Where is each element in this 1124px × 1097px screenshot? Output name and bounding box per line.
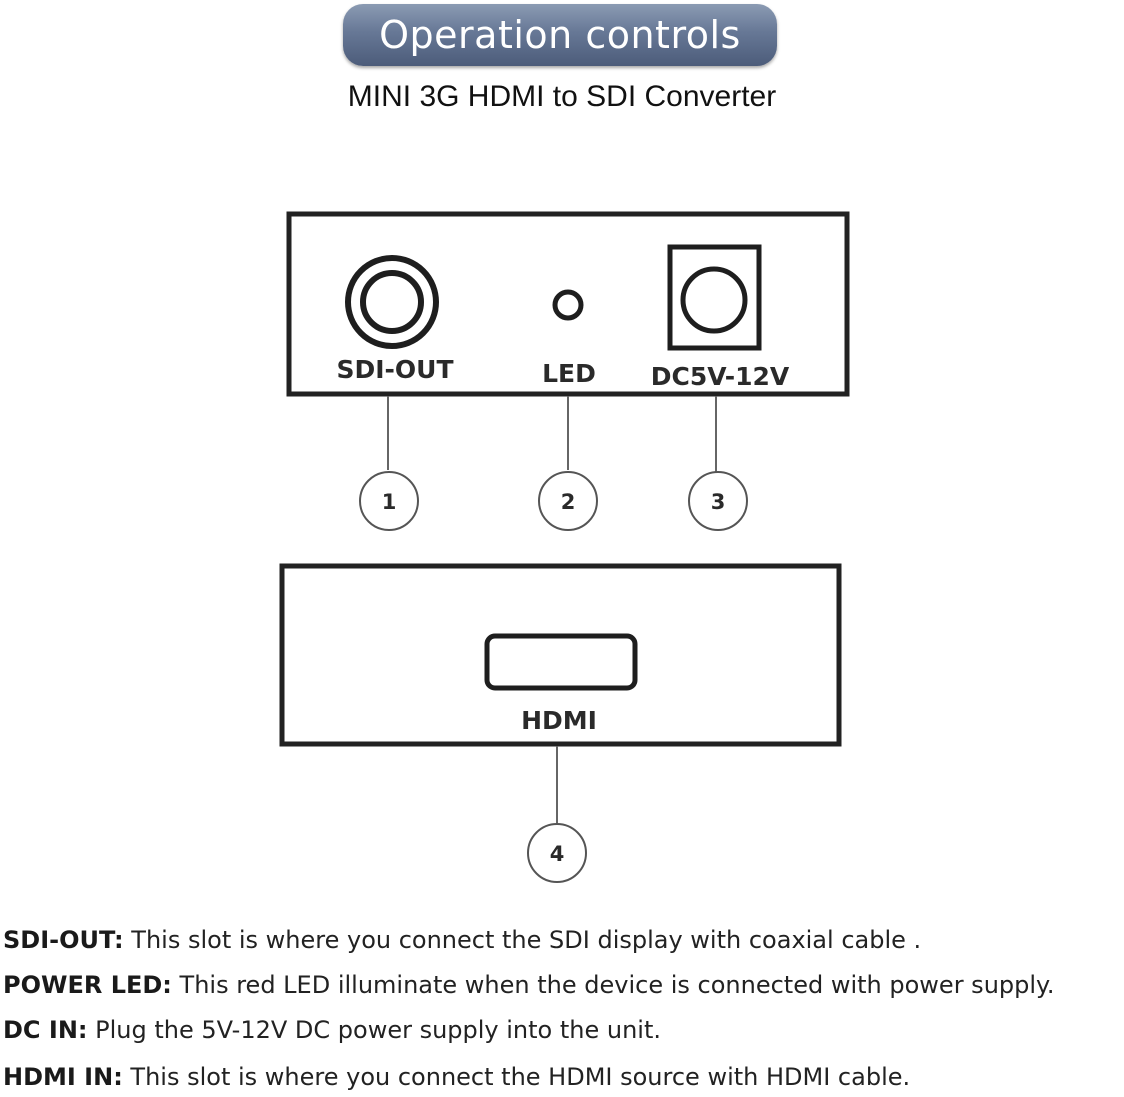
hdmi-port <box>484 633 638 691</box>
callout-2: 2 <box>538 471 598 531</box>
dc-label: DC5V-12V <box>651 362 790 391</box>
description-text: This red LED illuminate when the device … <box>171 971 1055 999</box>
description-sdi-out: SDI-OUT: This slot is where you connect … <box>3 926 1123 954</box>
sdi-out-connector <box>345 255 439 349</box>
description-power-led: POWER LED: This red LED illuminate when … <box>3 971 1123 999</box>
dc-power-jack <box>667 244 762 351</box>
description-text: Plug the 5V-12V DC power supply into the… <box>87 1016 662 1044</box>
svg-text:1: 1 <box>382 490 397 514</box>
page-title: Operation controls <box>379 13 741 57</box>
description-term: HDMI IN: <box>3 1063 123 1091</box>
description-dc-in: DC IN: Plug the 5V-12V DC power supply i… <box>3 1016 1123 1044</box>
description-term: POWER LED: <box>3 971 172 999</box>
led-label: LED <box>542 359 596 388</box>
hdmi-label: HDMI <box>521 706 597 735</box>
bottom-panel <box>279 563 842 747</box>
description-term: SDI-OUT: <box>3 926 124 954</box>
callout-1: 1 <box>359 471 419 531</box>
description-hdmi-in: HDMI IN: This slot is where you connect … <box>3 1063 1123 1091</box>
description-text: This slot is where you connect the SDI d… <box>123 926 922 954</box>
description-text: This slot is where you connect the HDMI … <box>122 1063 911 1091</box>
page-subtitle: MINI 3G HDMI to SDI Converter <box>347 80 777 113</box>
callout-3: 3 <box>688 471 748 531</box>
title-banner: Operation controls <box>343 4 777 66</box>
sdi-out-label: SDI-OUT <box>336 355 453 384</box>
top-panel <box>286 211 850 397</box>
connector-diagram: SDI-OUT LED DC5V-12V 1 2 3 HDMI 4 <box>279 211 850 883</box>
description-term: DC IN: <box>3 1016 88 1044</box>
svg-text:4: 4 <box>550 842 565 866</box>
svg-text:3: 3 <box>711 490 726 514</box>
svg-text:2: 2 <box>561 490 576 514</box>
led-indicator <box>552 289 584 321</box>
callout-4: 4 <box>527 823 587 883</box>
